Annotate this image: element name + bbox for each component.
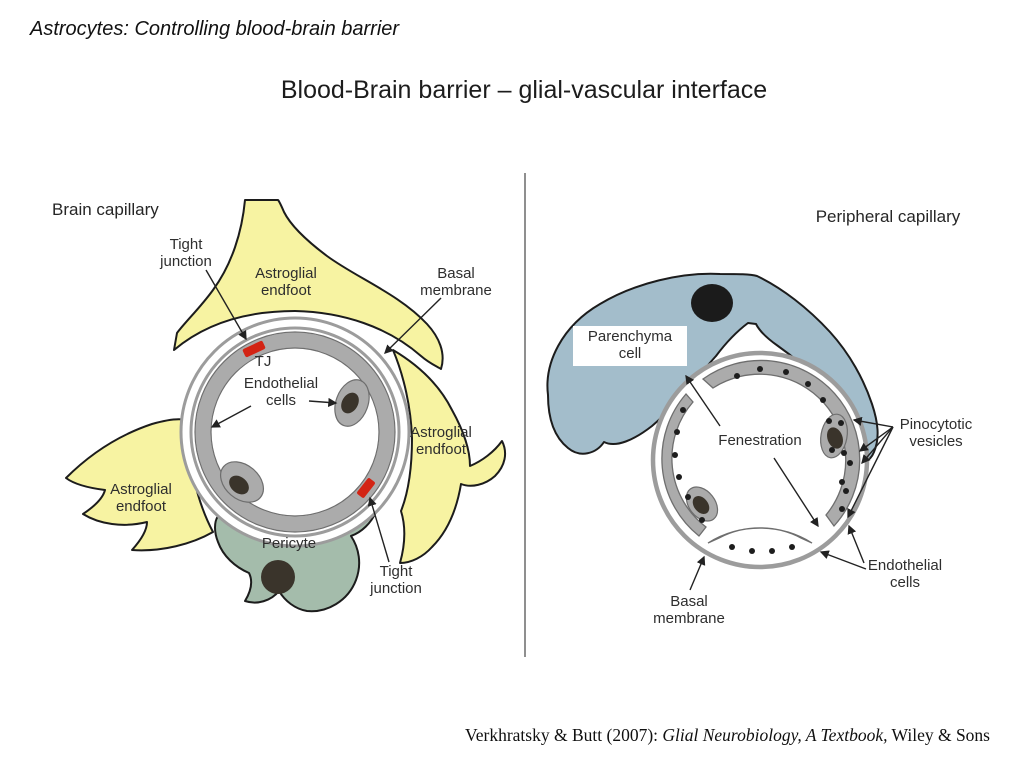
page-title: Blood-Brain barrier – glial-vascular int…: [280, 76, 768, 104]
arrow-pinocytotic-3: [861, 426, 894, 465]
peripheral-capillary-diagram: [546, 272, 894, 591]
label-astroglial-endfoot-left: Astroglial endfoot: [110, 481, 172, 515]
endothelial-ring-inner-edge: [210, 347, 380, 517]
label-basal-membrane-right: Basal membrane: [653, 593, 725, 627]
astroglial-endfoot-left-shape: [65, 418, 214, 552]
arrow-tight-junction-bottom: [367, 496, 390, 563]
endothelial-nucleus-right: [827, 427, 843, 449]
label-tight-junction-bottom: Tight junction: [370, 563, 422, 597]
label-basal-membrane: Basal membrane: [420, 265, 492, 299]
arrow-fenestration-upper: [685, 374, 721, 427]
arrow-tight-junction-top: [205, 269, 247, 341]
arrow-pinocytotic-1: [852, 416, 894, 428]
panel-divider: [524, 173, 526, 657]
label-astroglial-endfoot-right: Astroglial endfoot: [410, 424, 472, 458]
label-pericyte: Pericyte: [261, 535, 317, 552]
arrow-endothelial-left: [210, 405, 252, 428]
label-astroglial-endfoot-top: Astroglial endfoot: [255, 265, 317, 299]
arrow-pinocytotic-2: [858, 426, 894, 452]
endothelial-segment-left: [661, 393, 707, 537]
slide-header-title: Astrocytes: Controlling blood-brain barr…: [30, 18, 400, 40]
arrow-endothelial-right: [308, 397, 338, 407]
arrow-endothelial-1: [819, 550, 867, 570]
label-tight-junction-top: Tight junction: [160, 236, 212, 270]
arrow-endothelial-2: [847, 524, 865, 564]
citation: Verkhratsky & Butt (2007): Glial Neurobi…: [465, 725, 990, 746]
label-parenchyma-cell: Parenchyma cell: [573, 326, 687, 366]
brain-capillary-title: Brain capillary: [52, 200, 159, 219]
label-pinocytotic-vesicles: Pinocytotic vesicles: [899, 416, 973, 450]
label-endothelial-cells: Endothelial cells: [243, 375, 319, 409]
arrow-fenestration-lower: [773, 457, 819, 528]
endothelial-ring-outer-edge: [194, 331, 396, 533]
endothelial-segment-bottom: [707, 527, 813, 544]
pinocytotic-vesicle-dots: [672, 366, 853, 554]
basal-membrane-inner-ring: [189, 326, 401, 538]
astroglial-endfoot-top-shape: [173, 199, 444, 370]
parenchyma-nucleus: [691, 284, 733, 322]
label-endothelial-cells-right: Endothelial cells: [867, 557, 943, 591]
endothelial-nucleus-right: [341, 392, 359, 414]
tight-junction-mark-bottom: [357, 478, 375, 498]
label-fenestration: Fenestration: [718, 432, 802, 449]
tight-junction-mark-top: [242, 340, 266, 358]
citation-prefix: Verkhratsky & Butt (2007):: [465, 725, 663, 745]
astroglial-endfoot-right-shape: [392, 349, 507, 564]
arrow-pinocytotic-4: [847, 426, 894, 519]
label-tj: TJ: [254, 353, 272, 370]
endothelial-nucleus-left: [229, 475, 249, 495]
basal-membrane-ring: [650, 350, 870, 570]
brain-capillary-diagram: [65, 199, 507, 613]
peripheral-capillary-title: Peripheral capillary: [815, 207, 961, 226]
citation-suffix: Wiley & Sons: [887, 725, 990, 745]
arrow-basal-membrane: [384, 297, 442, 354]
citation-italic: Glial Neurobiology, A Textbook,: [662, 725, 888, 745]
endothelial-ring: [195, 332, 395, 532]
endothelial-nucleus-left: [692, 496, 710, 514]
pericyte-nucleus: [261, 560, 295, 594]
arrow-basal-membrane: [689, 555, 706, 591]
